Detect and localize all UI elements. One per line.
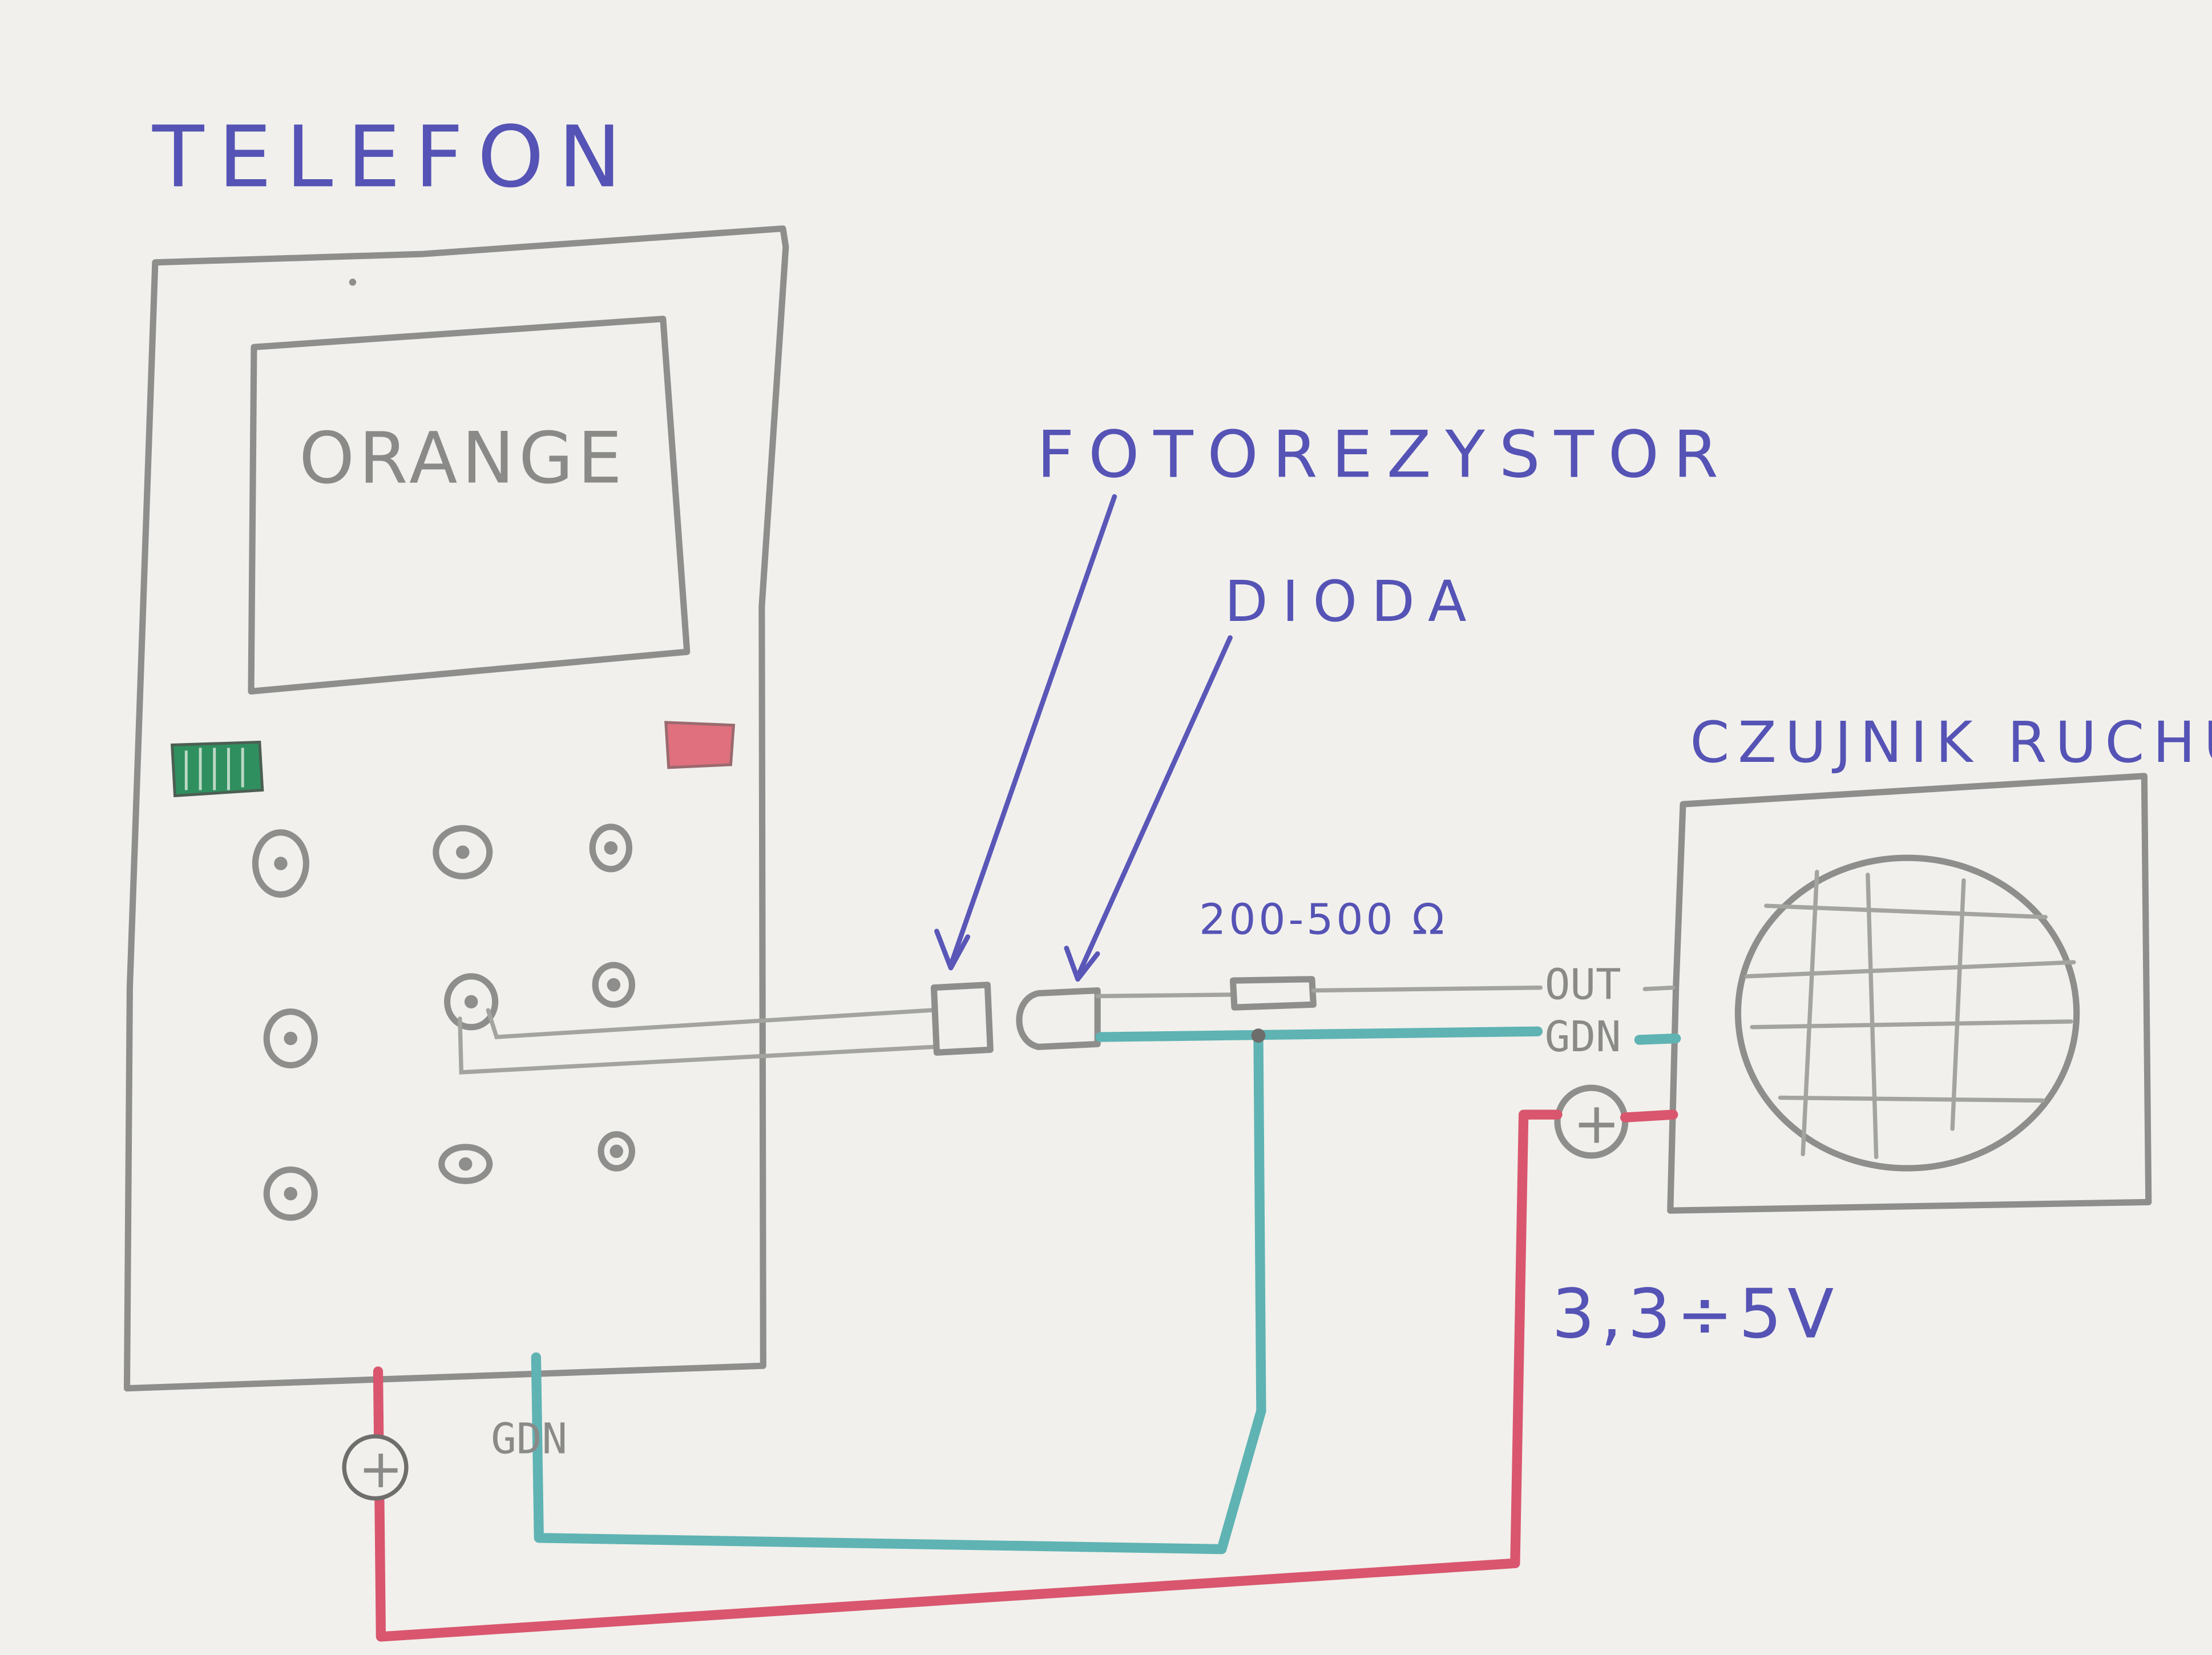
- green-button-hatch: [184, 748, 244, 790]
- fotorezystor-arrowhead: [934, 929, 971, 971]
- ground-wire-drop: [531, 1031, 1266, 1555]
- gdn-sensor-label: GDN: [1545, 1012, 1621, 1061]
- red-end-button: [664, 721, 736, 769]
- sensor-lens: [1734, 854, 2080, 1172]
- key-to-photoresistor-wire: [486, 1008, 934, 1040]
- out-pin-tick: [1642, 985, 1676, 991]
- key-5-with-wire: [444, 973, 499, 1031]
- resistor-value-label: 200-500 Ω: [1199, 895, 1447, 944]
- key-return-wire: [458, 1016, 937, 1075]
- key-6: [592, 962, 635, 1008]
- voltage-label: 3,3÷5V: [1552, 1275, 1839, 1354]
- keypad: [252, 824, 635, 1221]
- ground-wire-sensor-stub: [1634, 1033, 1681, 1045]
- dioda-title: DIODA: [1225, 569, 1481, 635]
- key-7: [263, 1166, 318, 1221]
- sensor-lens-grid: [1744, 870, 2076, 1159]
- green-call-button: [170, 740, 264, 798]
- gdn-phone-label: GDN: [491, 1414, 567, 1463]
- key-9: [598, 1131, 635, 1172]
- resistor: [1229, 976, 1317, 1011]
- positive-wire: [373, 1109, 1563, 1642]
- key-2: [433, 825, 493, 879]
- motion-sensor-body: [1667, 773, 2152, 1214]
- plus-sign-phone: +: [358, 1438, 403, 1500]
- key-1: [252, 829, 309, 898]
- fotorezystor-arrow: [948, 494, 1117, 968]
- ground-junction: [1251, 1028, 1266, 1043]
- fotorezystor-title: FOTOREZYSTOR: [1037, 417, 1733, 493]
- telefon-title: TELEFON: [152, 107, 636, 206]
- out-pin-label: OUT: [1545, 960, 1621, 1009]
- key-4: [263, 1008, 318, 1069]
- key-3: [589, 824, 633, 873]
- ground-wire-top: [1095, 1026, 1543, 1042]
- phone-screen: [248, 316, 691, 695]
- phone-body: [123, 225, 789, 1392]
- earpiece-dot: [349, 278, 357, 286]
- diode-out-wire: [1095, 992, 1233, 999]
- dioda-arrowhead: [1064, 946, 1100, 982]
- czujnik-ruchu-title: CZUJNIK RUCHU: [1690, 710, 2212, 776]
- resistor-to-out-wire: [1311, 985, 1543, 993]
- key-8: [438, 1144, 493, 1184]
- diode: [1016, 987, 1101, 1051]
- photoresistor: [930, 982, 994, 1056]
- plus-sign-sensor: +: [1573, 1091, 1620, 1157]
- dioda-arrow: [1075, 635, 1233, 979]
- positive-wire-sensor-stub: [1620, 1109, 1678, 1123]
- orange-screen-label: ORANGE: [299, 418, 626, 500]
- plus-terminal-phone: [342, 1434, 409, 1501]
